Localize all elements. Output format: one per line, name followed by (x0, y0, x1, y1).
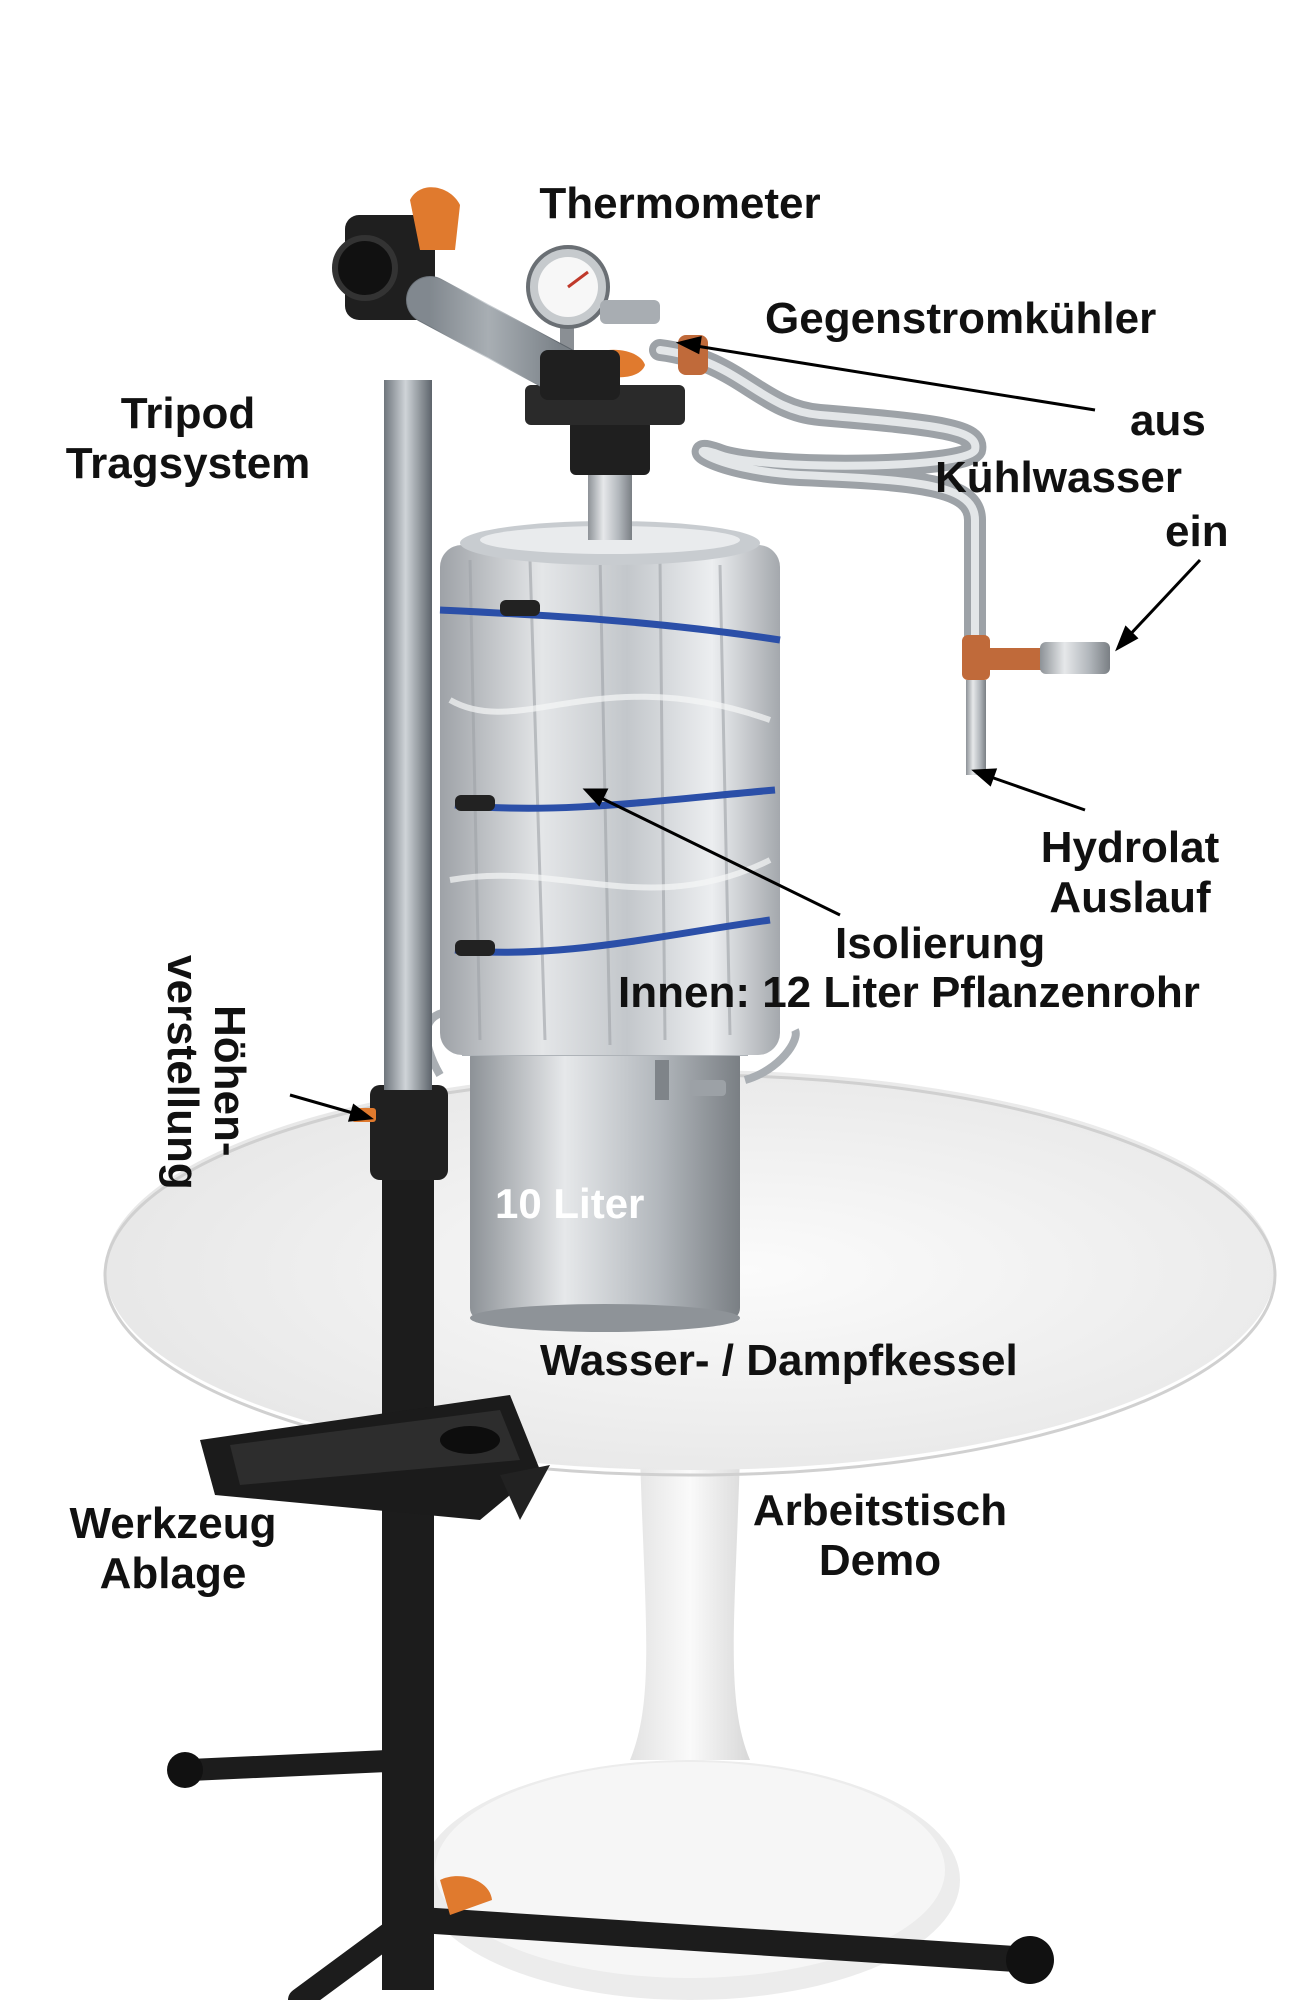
label-tool: Werkzeug (69, 1499, 276, 1548)
lid-fitting (525, 385, 685, 540)
label-thermometer: Thermometer (539, 179, 820, 228)
label-hydrolat: Hydrolat (1041, 823, 1220, 872)
label-demo: Demo (819, 1536, 941, 1585)
label-outlet: Auslauf (1049, 873, 1211, 922)
label-tripod-system: Tragsystem (66, 439, 311, 488)
thermometer-icon (526, 245, 660, 360)
label-height-adjust-2: verstellung (158, 955, 207, 1190)
label-coolant-water: Kühlwasser (935, 453, 1182, 502)
label-insulation: Isolierung (835, 919, 1045, 968)
label-volume: 10 Liter (495, 1180, 644, 1227)
label-worktable: Arbeitstisch (753, 1486, 1007, 1535)
label-inner-tube: Innen: 12 Liter Pflanzenrohr (618, 968, 1200, 1017)
counterflow-condenser (649, 335, 1110, 775)
label-tray: Ablage (100, 1549, 247, 1598)
label-height-adjust-1: Höhen- (205, 1005, 254, 1157)
label-kettle: Wasser- / Dampfkessel (540, 1336, 1018, 1385)
tool-tray (200, 1395, 550, 1520)
annotation-arrows (289, 336, 1202, 1122)
label-tripod: Tripod (121, 389, 255, 438)
label-counterflow-cooler: Gegenstromkühler (765, 294, 1156, 343)
label-coolant-in: ein (1165, 507, 1229, 556)
tripod-stand (167, 187, 1054, 2000)
label-coolant-out: aus (1130, 396, 1206, 445)
